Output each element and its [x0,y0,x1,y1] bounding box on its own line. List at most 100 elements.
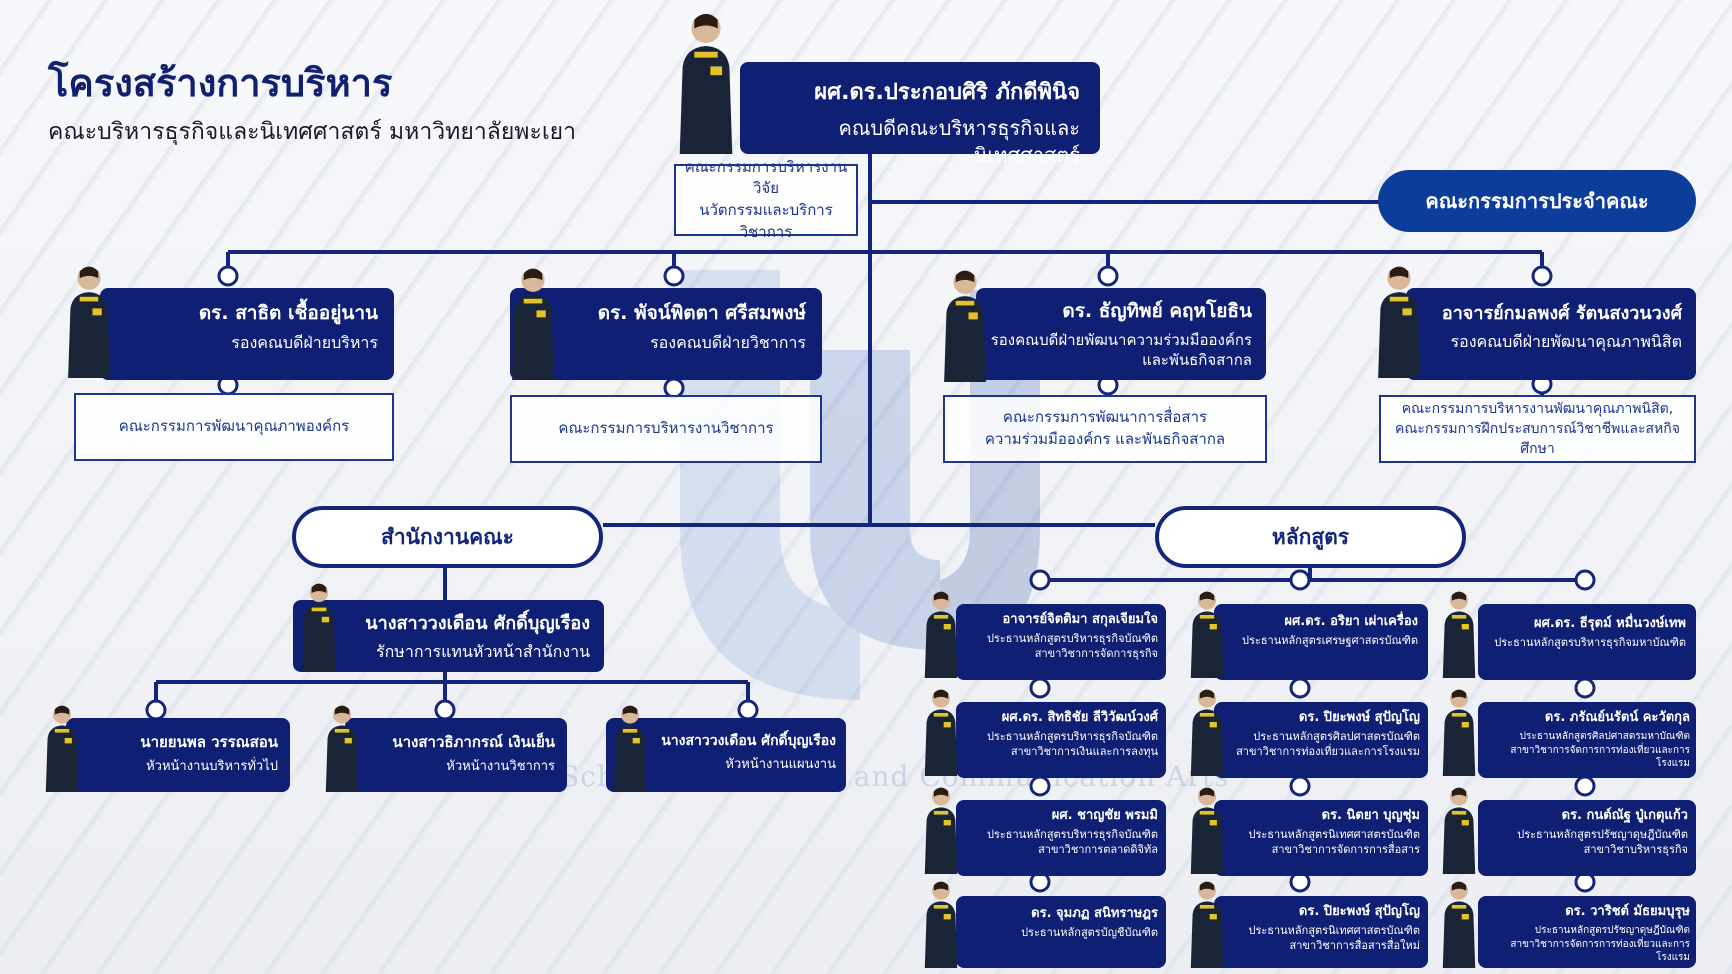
dean-name: ผศ.ดร.ประกอบศิริ ภักดีพินิจ [814,80,1080,105]
committee-label: คณะกรรมการบริหารงานวิชาการ [558,419,774,438]
program-major: สาขาวิชาบริหารธุรกิจ [1583,842,1688,856]
program-title: ประธานหลักสูตรบริหารธุรกิจบัณฑิต [986,828,1158,841]
program-title: ประธานหลักสูตรศิลปศาสตรบัณฑิต [1253,730,1420,743]
program-title: ประธานหลักสูตรบริหารธุรกิจบัณฑิต [986,730,1158,743]
person-photo [1190,881,1224,968]
office-head-name: นางสาววงเดือน ศักดิ์บุญเรือง [365,613,590,634]
dean-card: ผศ.ดร.ประกอบศิริ ภักดีพินิจ คณบดีคณะบริห… [740,62,1100,167]
staff-name: นางสาววงเดือน ศักดิ์บุญเรือง [661,733,836,749]
office-section-pill: สำนักงานคณะ [292,506,603,568]
vice-dean-role-line2: และพันธกิจสากล [1142,351,1252,370]
program-chair-card: ผศ.ดร. ธีรุตม์ หมื่นวงษ์เทพ ประธานหลักสู… [1478,604,1696,680]
research-committee-box: คณะกรรมการบริหารงานวิจัย นวัตกรรมและบริก… [674,158,858,241]
committee-label: คณะกรรมการพัฒนาการสื่อสาร [1002,408,1208,427]
program-chair-name: อาจารย์จิตติมา สกุลเจียมใจ [1002,612,1158,627]
program-chair-card: ดร. วาริชต์ มัธยมบุรุษ ประธานหลักสูตรปรั… [1478,896,1696,968]
committee-box: คณะกรรมการบริหารงานพัฒนาคุณภาพนิสิต, คณะ… [1379,395,1696,463]
program-title: ประธานหลักสูตรศิลปศาสตรมหาบัณฑิต [1519,731,1690,742]
programs-section-label: หลักสูตร [1271,524,1350,549]
vice-dean-card: อาจารย์กมลพงศ์ รัตนสงวนวงศ์ รองคณบดีฝ่าย… [1406,288,1696,380]
program-title: ประธานหลักสูตรเศรษฐศาสตรบัณฑิต [1242,634,1418,647]
person-photo [1442,787,1476,874]
person-photo [1190,787,1224,874]
program-title: ประธานหลักสูตรบัญชีบัณฑิต [1021,926,1158,939]
research-committee-line1: คณะกรรมการบริหารงานวิจัย [684,157,848,198]
vice-dean-name: ดร. ธัญทิพย์ คฤหโยธิน [1062,300,1252,322]
program-title: ประธานหลักสูตรบริหารธุรกิจมหาบัณฑิต [1494,636,1686,649]
committee-label: คณะกรรมการบริหารงานพัฒนาคุณภาพนิสิต, [1401,400,1674,417]
committee-box: คณะกรรมการพัฒนาคุณภาพองค์กร [74,393,394,461]
person-photo [68,266,110,378]
office-staff-card: นางสาววงเดือน ศักดิ์บุญเรือง หัวหน้างานแ… [606,718,846,792]
page-title: โครงสร้างการบริหาร [48,61,393,105]
page-subtitle: คณะบริหารธุรกิจและนิเทศศาสตร์ มหาวิทยาลั… [48,119,577,145]
program-title: ประธานหลักสูตรนิเทศศาสตรบัณฑิต [1248,828,1420,841]
program-major: สาขาวิชาการท่องเที่ยวและการโรงแรม [1236,744,1420,758]
program-chair-card: ผศ. ชาญชัย พรมมิ ประธานหลักสูตรบริหารธุร… [956,800,1166,876]
faculty-committee-label: คณะกรรมการประจำคณะ [1425,189,1649,213]
staff-role: หัวหน้างานบริหารทั่วไป [146,759,278,774]
person-photo [944,270,986,382]
dean-role: คณบดีคณะบริหารธุรกิจและนิเทศศาสตร์ [838,116,1080,167]
program-major: สาขาวิชาการจัดการการท่องเที่ยวและการโรงแ… [1510,744,1690,770]
program-chair-name: ผศ.ดร. อริยา เผ่าเครื่อง [1284,614,1418,629]
program-chair-card: ดร. กนต์ณัฐ ปู่เกตุแก้ว ประธานหลักสูตรปร… [1478,800,1696,876]
program-title: ประธานหลักสูตรปรัชญาดุษฎีบัณฑิต [1534,925,1690,936]
person-photo [325,705,359,792]
vice-dean-card: ดร. พัจน์พิตตา ศรีสมพงษ์ รองคณบดีฝ่ายวิช… [510,288,822,380]
vice-dean-role: รองคณบดีฝ่ายวิชาการ [650,333,806,352]
program-chair-name: ดร. ภรัณย์นรัตน์ คะวัตกุล [1544,710,1690,725]
program-chair-name: ดร. ปิยะพงษ์ สุปัญโญ [1298,904,1420,919]
office-head-role: รักษาการแทนหัวหน้าสำนักงาน [376,642,590,661]
program-major: สาขาวิชาการเงินและการลงทุน [1010,744,1158,758]
faculty-committee-pill: คณะกรรมการประจำคณะ [1378,170,1696,232]
program-chair-name: ผศ. ชาญชัย พรมมิ [1051,808,1158,823]
program-chair-card: ดร. นิตยา บุญชุ่ม ประธานหลักสูตรนิเทศศาส… [1214,800,1428,876]
program-major: สาขาวิชาการตลาดดิจิทัล [1038,842,1158,856]
person-photo [679,13,733,154]
vice-dean-role: รองคณบดีฝ่ายบริหาร [231,333,378,352]
program-major: สาขาวิชาการจัดการการสื่อสาร [1271,842,1420,856]
staff-role: หัวหน้างานแผนงาน [725,757,836,772]
office-staff-card: นางสาวธิภากรณ์ เงินเย็น หัวหน้างานวิชากา… [345,718,567,792]
committee-label-line2: ความร่วมมือองค์กร และพันธกิจสากล [984,430,1226,448]
staff-role: หัวหน้างานวิชาการ [446,759,555,774]
staff-name: นางสาวธิภากรณ์ เงินเย็น [392,733,555,751]
program-chair-name: ดร. ปิยะพงษ์ สุปัญโญ [1298,710,1420,725]
person-photo [924,787,958,874]
program-chair-card: ผศ.ดร. อริยา เผ่าเครื่อง ประธานหลักสูตรเ… [1214,604,1428,680]
committee-box: คณะกรรมการบริหารงานวิชาการ [510,395,822,463]
person-photo [1378,266,1420,378]
program-chair-name: ผศ.ดร. สิทธิชัย ลีวิวัฒน์วงศ์ [1001,710,1158,725]
committee-box: คณะกรรมการพัฒนาการสื่อสาร ความร่วมมือองค… [943,395,1267,463]
vice-dean-name: ดร. สาธิต เชื้ออยู่นาน [198,302,378,324]
program-chair-name: ดร. จุมภฏ สนิทราษฎร [1031,906,1158,921]
vice-dean-name: อาจารย์กมลพงศ์ รัตนสงวนวงศ์ [1441,303,1682,324]
person-photo [302,583,336,672]
person-photo [924,689,958,776]
person-photo [1442,881,1476,968]
program-chair-name: ผศ.ดร. ธีรุตม์ หมื่นวงษ์เทพ [1534,616,1686,631]
program-title: ประธานหลักสูตรปรัชญาดุษฎีบัณฑิต [1517,828,1688,841]
staff-name: นายยนพล วรรณสอน [140,733,278,751]
program-chair-card: ดร. ปิยะพงษ์ สุปัญโญ ประธานหลักสูตรศิลปศ… [1214,702,1428,778]
vice-dean-card: ดร. สาธิต เชื้ออยู่นาน รองคณบดีฝ่ายบริหา… [100,288,394,380]
person-photo [1190,689,1224,776]
person-photo [1442,591,1476,678]
committee-label: คณะกรรมการพัฒนาคุณภาพองค์กร [118,417,350,436]
office-staff-card: นายยนพล วรรณสอน หัวหน้างานบริหารทั่วไป [66,718,290,792]
program-major: สาขาวิชาการจัดการการท่องเที่ยวและการโรงแ… [1510,938,1690,964]
program-chair-card: ดร. ปิยะพงษ์ สุปัญโญ ประธานหลักสูตรนิเทศ… [1214,896,1428,968]
program-chair-name: ดร. กนต์ณัฐ ปู่เกตุแก้ว [1561,808,1688,823]
research-committee-line2: นวัตกรรมและบริการวิชาการ [699,201,833,241]
program-major: สาขาวิชาการสื่อสารสื่อใหม่ [1289,938,1420,952]
program-chair-card: ดร. จุมภฏ สนิทราษฎร ประธานหลักสูตรบัญชีบ… [956,896,1166,968]
vice-dean-role: รองคณบดีฝ่ายพัฒนาความร่วมมือองค์กร [990,331,1252,349]
person-photo [1442,689,1476,776]
program-chair-name: ดร. วาริชต์ มัธยมบุรุษ [1565,904,1690,919]
vice-dean-role: รองคณบดีฝ่ายพัฒนาคุณภาพนิสิต [1450,332,1682,351]
office-section-label: สำนักงานคณะ [381,524,514,549]
person-photo [924,881,958,968]
